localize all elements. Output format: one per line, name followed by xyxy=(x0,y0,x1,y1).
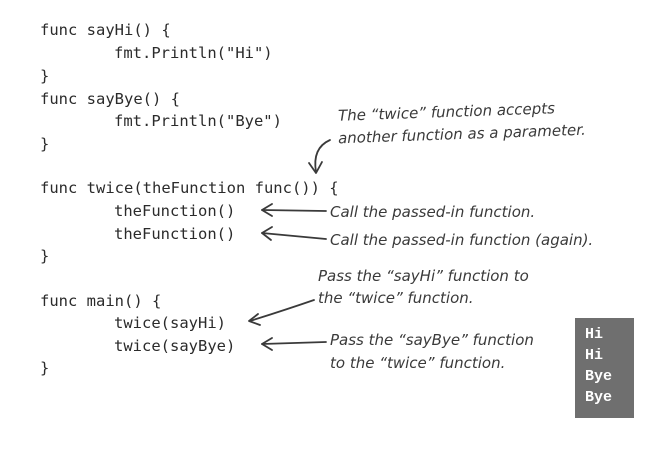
output-line: Bye xyxy=(585,368,613,385)
arrow-to-call-1 xyxy=(261,203,327,217)
code-line: twice(sayHi) xyxy=(114,314,226,332)
code-line: } xyxy=(40,67,50,85)
arrow-to-twice-saybye xyxy=(261,337,327,351)
annotation-pass-saybye-line1: Pass the “sayBye” function xyxy=(330,331,534,349)
annotation-pass-sayhi-line1: Pass the “sayHi” function to xyxy=(318,267,529,285)
annotation-call-passed-again: Call the passed-in function (again). xyxy=(330,231,594,249)
code-line: twice(sayBye) xyxy=(114,337,236,355)
code-line: fmt.Println("Hi") xyxy=(114,44,273,62)
code-line: } xyxy=(40,135,50,153)
arrow-to-twice-sayhi xyxy=(248,299,315,326)
annotation-pass-saybye-line2: to the “twice” function. xyxy=(330,354,506,372)
output-line: Hi xyxy=(585,347,604,364)
program-output: Hi Hi Bye Bye xyxy=(575,318,634,418)
code-line: theFunction() xyxy=(114,225,236,243)
code-line: } xyxy=(40,247,50,265)
code-line: func sayHi() { xyxy=(40,21,171,39)
annotation-pass-sayhi-line2: the “twice” function. xyxy=(318,289,474,307)
arrow-to-func-param xyxy=(308,139,331,174)
code-line: theFunction() xyxy=(114,202,236,220)
code-line: func sayBye() { xyxy=(40,90,180,108)
code-line: fmt.Println("Bye") xyxy=(114,112,282,130)
code-line: } xyxy=(40,359,50,377)
code-line: func twice(theFunction func()) { xyxy=(40,179,339,197)
output-line: Hi xyxy=(585,326,604,343)
output-line: Bye xyxy=(585,389,613,406)
annotation-call-passed: Call the passed-in function. xyxy=(330,203,536,221)
arrow-to-call-2 xyxy=(261,226,327,241)
code-line: func main() { xyxy=(40,292,162,310)
